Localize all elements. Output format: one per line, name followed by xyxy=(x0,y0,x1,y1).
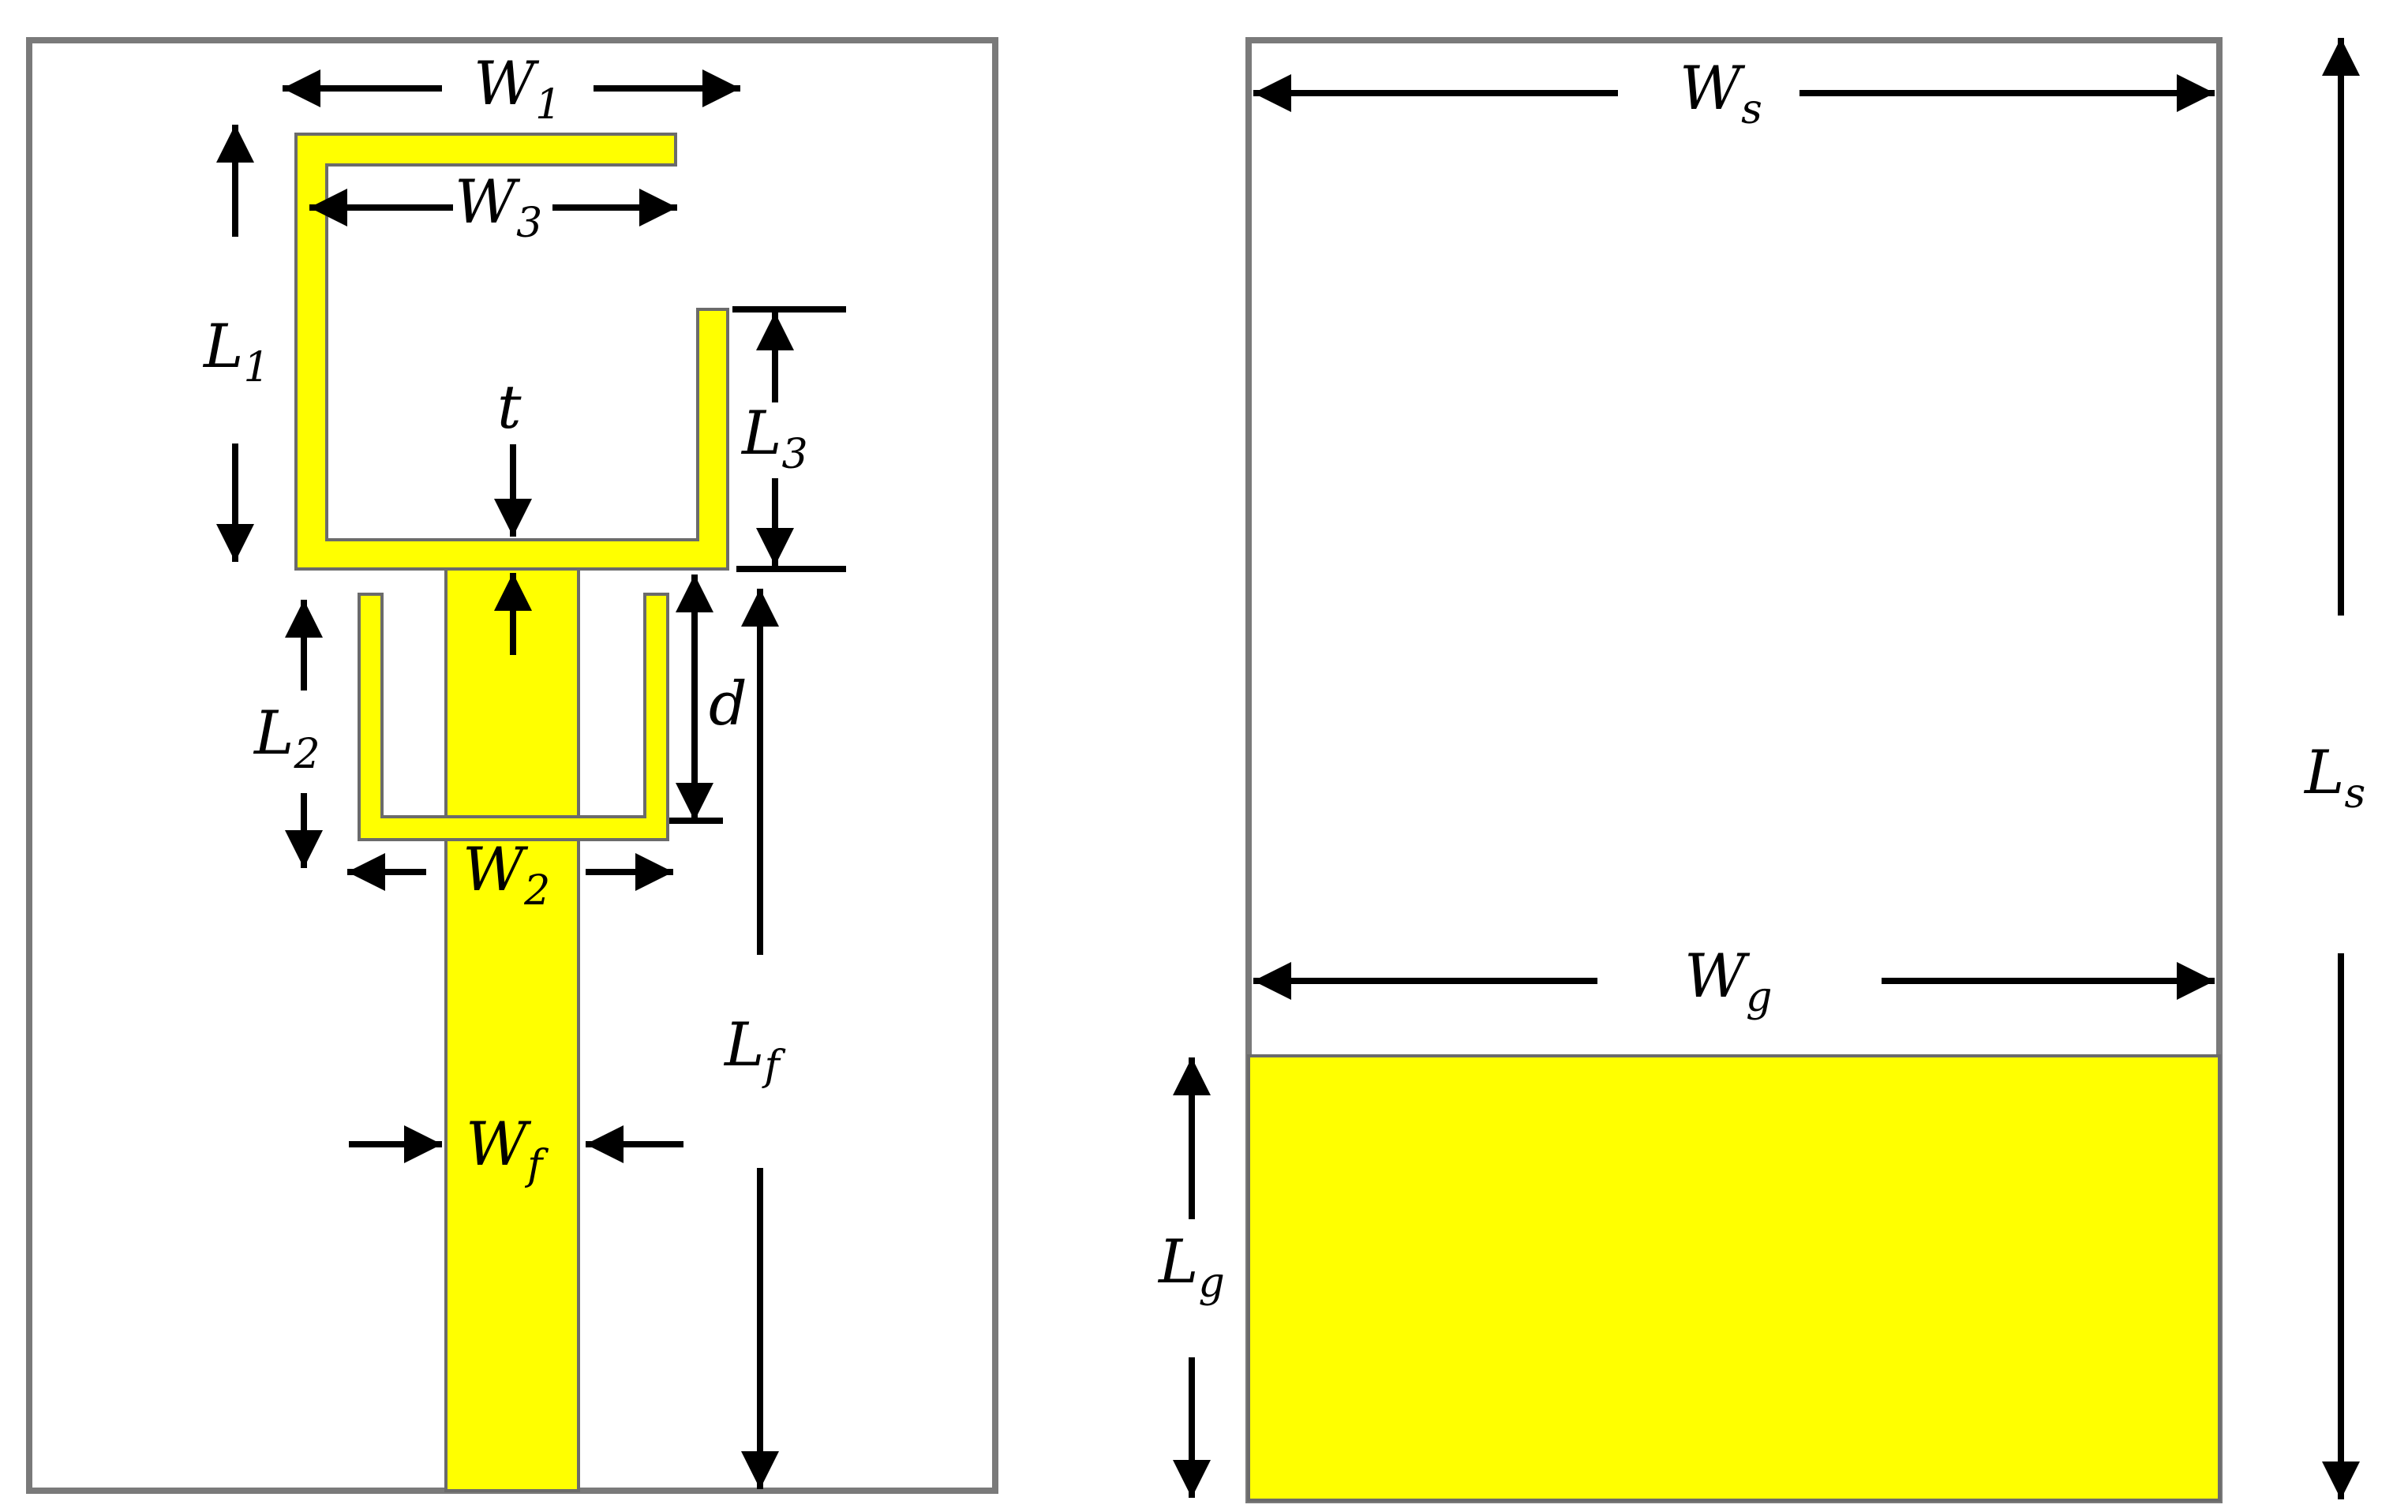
label-l1: L1 xyxy=(202,311,270,391)
label-wf: Wf xyxy=(466,1109,549,1189)
label-l2: L2 xyxy=(253,698,320,778)
front-view: W1 W3 L1 t L3 L2 d W2 Lf Wf xyxy=(26,37,998,1494)
upper-c-radiator xyxy=(294,133,729,571)
label-w1: W1 xyxy=(474,48,561,129)
lower-u-resonator xyxy=(358,593,669,841)
microstrip-feed-line xyxy=(444,567,580,1492)
label-w3: W3 xyxy=(455,167,542,247)
label-ws: Ws xyxy=(1680,53,1762,133)
label-lg: Lg xyxy=(1157,1226,1225,1307)
back-view: Ws Wg Ls Lg xyxy=(1157,37,2365,1503)
label-t: t xyxy=(497,372,522,442)
label-w2: W2 xyxy=(463,834,550,915)
label-ls: Ls xyxy=(2303,737,2365,818)
ground-plane xyxy=(1247,1054,2221,1502)
label-l3: L3 xyxy=(740,398,808,478)
label-wg: Wg xyxy=(1684,941,1772,1021)
label-d: d xyxy=(709,668,747,739)
